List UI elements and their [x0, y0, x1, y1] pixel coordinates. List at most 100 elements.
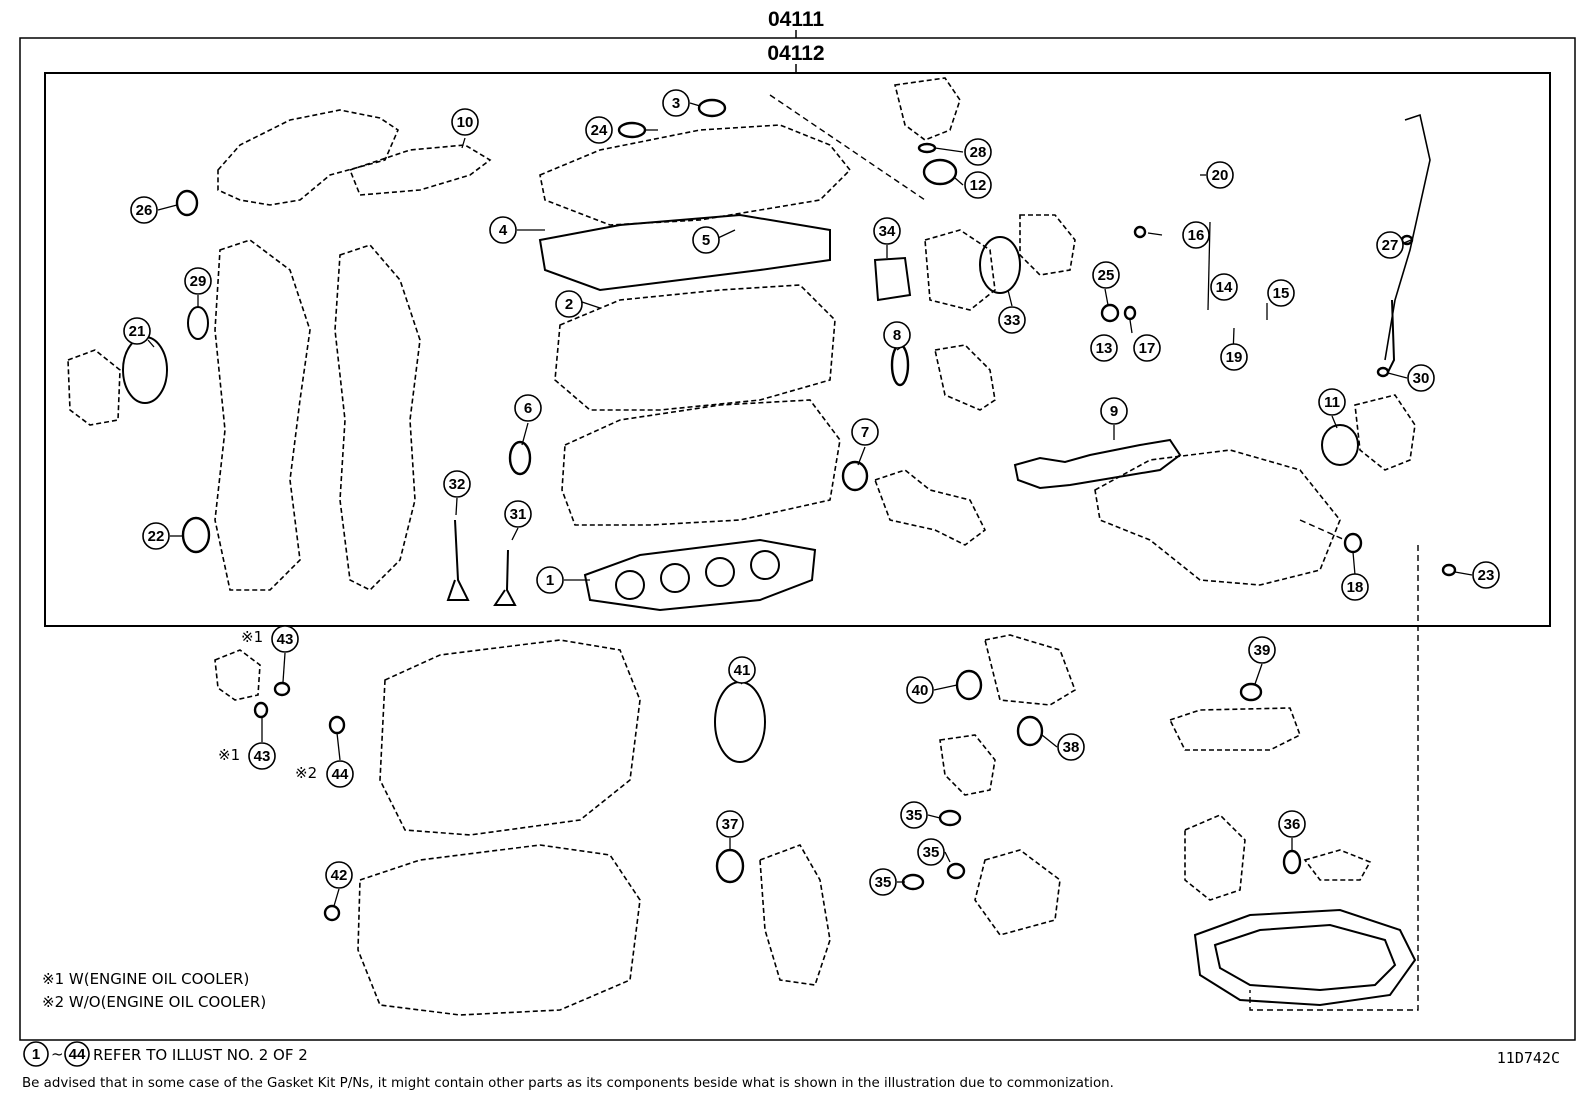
- svg-text:39: 39: [1254, 642, 1271, 659]
- callout-44-mark: ※2: [295, 764, 317, 782]
- callout-17[interactable]: 17: [1133, 334, 1161, 362]
- callout-36[interactable]: 36: [1278, 810, 1306, 838]
- svg-text:32: 32: [449, 476, 466, 493]
- callout-41[interactable]: 41: [728, 656, 756, 684]
- callout-37[interactable]: 37: [716, 810, 744, 838]
- callout-22[interactable]: 22: [142, 522, 170, 550]
- callout-35-b[interactable]: 35: [917, 838, 945, 866]
- callout-44[interactable]: 44: [326, 760, 354, 788]
- callout-29[interactable]: 29: [184, 267, 212, 295]
- svg-text:29: 29: [190, 273, 207, 290]
- oil-pan: [1193, 908, 1417, 1007]
- oil-pan-upper: [357, 844, 641, 1016]
- svg-text:15: 15: [1273, 285, 1290, 302]
- svg-text:26: 26: [136, 202, 153, 219]
- callout-27[interactable]: 27: [1376, 231, 1404, 259]
- callout-2[interactable]: 2: [555, 290, 583, 318]
- inner-kit-code: 04112: [767, 42, 824, 65]
- callout-list: 1 2 3 4 5 6 7 8 9 10 11 12 13 14 15 16 1…: [123, 89, 1500, 896]
- water-pump-cover-left: [67, 349, 121, 426]
- callout-19[interactable]: 19: [1220, 343, 1248, 371]
- callout-43-a[interactable]: 43: [271, 625, 299, 653]
- svg-text:25: 25: [1098, 267, 1115, 284]
- callout-38[interactable]: 38: [1057, 733, 1085, 761]
- svg-text:23: 23: [1478, 567, 1495, 584]
- svg-text:~: ~: [51, 1045, 64, 1063]
- svg-text:3: 3: [672, 95, 680, 112]
- svg-text:22: 22: [148, 528, 165, 545]
- callout-18[interactable]: 18: [1341, 573, 1369, 601]
- callout-43-a-mark: ※1: [241, 628, 263, 646]
- callout-11[interactable]: 11: [1318, 388, 1346, 416]
- callout-31[interactable]: 31: [504, 500, 532, 528]
- cylinder-block: [379, 639, 641, 836]
- callout-14[interactable]: 14: [1210, 273, 1238, 301]
- oil-dipstick: [1387, 299, 1396, 373]
- callout-42[interactable]: 42: [325, 861, 353, 889]
- callout-32[interactable]: 32: [443, 470, 471, 498]
- callout-1[interactable]: 1: [536, 566, 564, 594]
- callout-13[interactable]: 13: [1090, 334, 1118, 362]
- svg-text:33: 33: [1004, 312, 1021, 329]
- svg-text:43: 43: [277, 631, 294, 648]
- callout-9[interactable]: 9: [1100, 397, 1128, 425]
- svg-text:12: 12: [970, 177, 987, 194]
- callout-7[interactable]: 7: [851, 418, 879, 446]
- svg-text:11: 11: [1324, 394, 1340, 411]
- callout-33[interactable]: 33: [998, 306, 1026, 334]
- callout-35-a[interactable]: 35: [900, 801, 928, 829]
- oil-pump: [974, 849, 1061, 936]
- callout-15[interactable]: 15: [1267, 279, 1295, 307]
- water-pump-gasket: [873, 256, 912, 302]
- water-outlet-upper: [894, 77, 961, 141]
- svg-text:38: 38: [1063, 739, 1080, 756]
- callout-26[interactable]: 26: [130, 196, 158, 224]
- valve-31: [493, 549, 517, 606]
- callout-10[interactable]: 10: [451, 108, 479, 136]
- callout-43-b[interactable]: 43: [248, 742, 276, 770]
- callout-28[interactable]: 28: [964, 138, 992, 166]
- callout-40[interactable]: 40: [906, 676, 934, 704]
- svg-text:2: 2: [565, 296, 573, 313]
- engine-parts-art: [67, 77, 1431, 1016]
- callout-16[interactable]: 16: [1182, 221, 1210, 249]
- water-outlet-lower: [1168, 707, 1301, 751]
- callout-20[interactable]: 20: [1206, 161, 1234, 189]
- svg-text:40: 40: [912, 682, 929, 699]
- oil-filter-bracket: [1184, 814, 1246, 901]
- callout-8[interactable]: 8: [883, 321, 911, 349]
- svg-text:42: 42: [331, 867, 348, 884]
- oil-strainer: [1303, 849, 1372, 881]
- callout-4[interactable]: 4: [489, 216, 517, 244]
- callout-5[interactable]: 5: [692, 226, 720, 254]
- cylinder-head-cover: [539, 124, 852, 226]
- intake-manifold: [1094, 449, 1341, 586]
- throttle-body: [1354, 394, 1416, 471]
- svg-text:6: 6: [524, 400, 532, 417]
- refer-illust-text: REFER TO ILLUST NO. 2 OF 2: [93, 1046, 308, 1064]
- exhaust-heat-shield: [217, 109, 399, 206]
- svg-text:17: 17: [1139, 340, 1156, 357]
- svg-text:19: 19: [1226, 349, 1243, 366]
- outer-kit-code: 04111: [768, 8, 824, 31]
- valve-32: [446, 519, 470, 601]
- callout-3[interactable]: 3: [662, 89, 690, 117]
- callout-12[interactable]: 12: [964, 171, 992, 199]
- callout-25[interactable]: 25: [1092, 261, 1120, 289]
- svg-text:44: 44: [332, 766, 349, 783]
- callout-35-c[interactable]: 35: [869, 868, 897, 896]
- callout-24[interactable]: 24: [585, 116, 613, 144]
- callout-34[interactable]: 34: [873, 217, 901, 245]
- svg-text:27: 27: [1382, 237, 1399, 254]
- callout-39[interactable]: 39: [1248, 636, 1276, 664]
- timing-cover-right: [334, 244, 421, 591]
- callout-21[interactable]: 21: [123, 317, 151, 345]
- callout-6[interactable]: 6: [514, 394, 542, 422]
- intake-manifold-gasket: [1013, 438, 1182, 490]
- callout-30[interactable]: 30: [1407, 364, 1435, 392]
- svg-text:35: 35: [875, 874, 892, 891]
- svg-text:44: 44: [69, 1046, 86, 1063]
- svg-text:35: 35: [923, 844, 940, 861]
- guide-lines: [769, 94, 1419, 1011]
- callout-23[interactable]: 23: [1472, 561, 1500, 589]
